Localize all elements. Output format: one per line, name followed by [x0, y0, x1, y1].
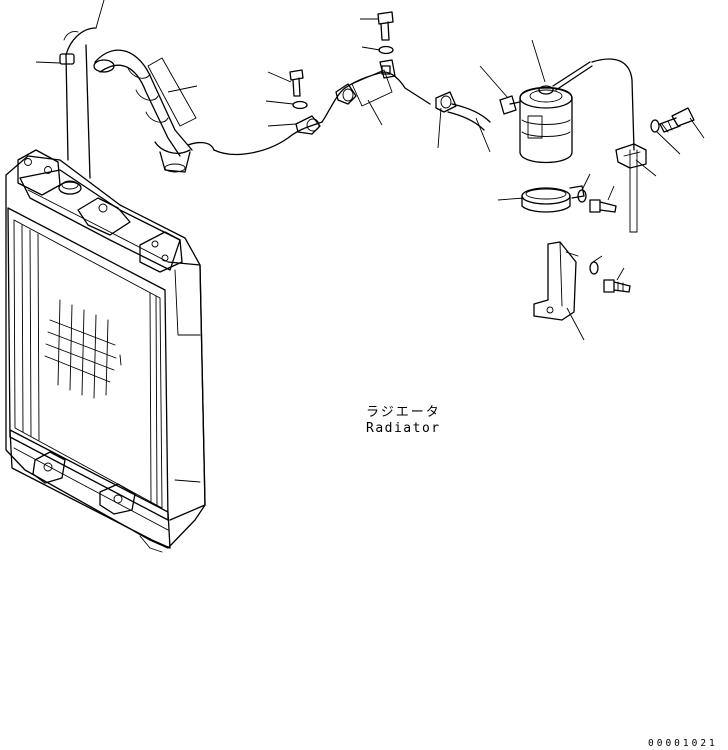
- bolt-5: [603, 279, 631, 293]
- radiator-assembly: [5, 149, 206, 553]
- bolt-2: [377, 11, 394, 41]
- washer-5: [589, 261, 599, 275]
- drawing-number: 00001021: [648, 738, 718, 749]
- bolt-4: [589, 199, 617, 213]
- radiator-label-en: Radiator: [366, 421, 441, 436]
- washer-2: [378, 45, 394, 55]
- radiator-label-jp: ラジエータ: [366, 405, 441, 420]
- bolt-1: [289, 69, 304, 97]
- receiver-drier: [519, 58, 638, 233]
- upper-hose-assembly: [59, 27, 215, 179]
- washer-1: [292, 100, 308, 110]
- mounting-bracket: [521, 185, 585, 321]
- bolt-3: [659, 107, 695, 133]
- wire-harness: [213, 59, 521, 156]
- leader-lines: [35, 0, 705, 341]
- right-clip: [615, 143, 647, 169]
- fasteners: [289, 11, 695, 293]
- washer-3: [650, 119, 660, 133]
